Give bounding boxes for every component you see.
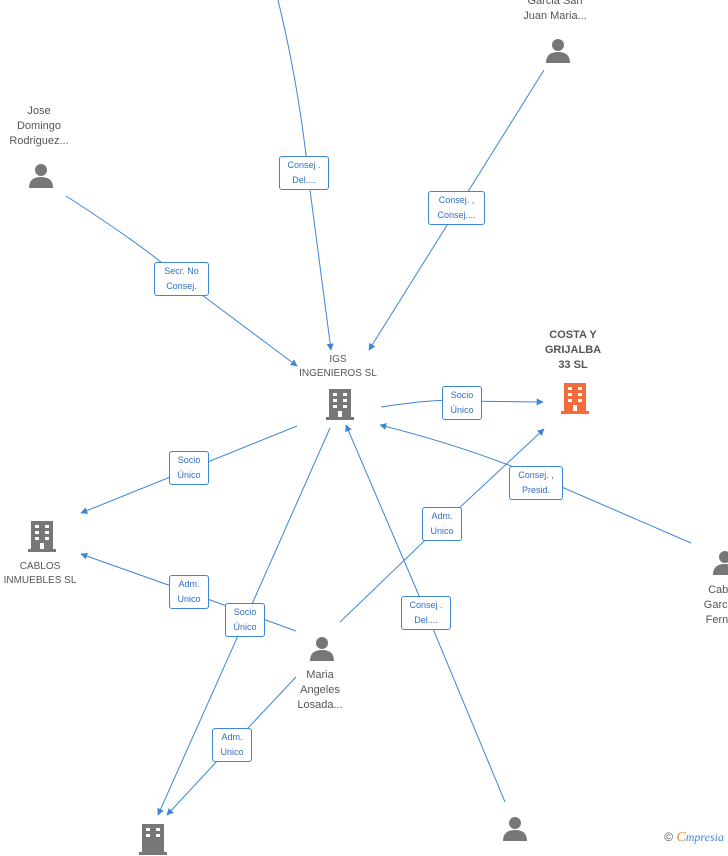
node-label-cabr[interactable]: Cabr Garcia Ferna (703, 584, 728, 626)
node-label-cablos[interactable]: CABLOS INMUEBLES SL (3, 561, 77, 586)
brand-logo: Cmpresia (676, 830, 724, 845)
building-icon-costa[interactable] (560, 381, 590, 415)
node-label-igs[interactable]: IGS INGENIEROS SL (299, 354, 377, 379)
edge-label-consej-consej: Consej. , Consej.... (428, 191, 485, 225)
person-icon-bottom[interactable] (501, 814, 529, 842)
person-icon-cabr[interactable] (711, 548, 728, 576)
person-icon-garcia[interactable] (544, 36, 572, 64)
edge-label-adm-unico-costa: Adm. Unico (422, 507, 462, 541)
edge-label-consej-presid: Consej. , Presid. (509, 466, 563, 500)
edge-label-consej-del-bottom: Consej . Del.... (401, 596, 451, 630)
edge-label-adm-unico-cablos: Adm. Unico (169, 575, 209, 609)
edge-label-adm-unico-bottom: Adm. Unico (212, 728, 252, 762)
building-icon-cablos[interactable] (27, 519, 57, 553)
edge-label-consej-del-top: Consej . Del.... (279, 156, 329, 190)
edge-label-socio-unico-costa: Socio Único (442, 386, 482, 420)
person-icon-maria[interactable] (308, 634, 336, 662)
copyright-icon: © (664, 830, 674, 844)
building-icon-bottom[interactable] (138, 822, 168, 856)
edge-label-socio-unico-bottom: Socio Único (225, 603, 265, 637)
edge-label-secr-no-consej: Secr. No Consej. (154, 262, 209, 296)
empresia-watermark: © Cmpresia (664, 830, 724, 846)
node-label-garcia[interactable]: Garcia San Juan Maria... (523, 0, 587, 22)
node-label-jose[interactable]: Jose Domingo Rodriguez... (9, 105, 69, 147)
person-icon-jose[interactable] (27, 161, 55, 189)
building-icon-igs[interactable] (325, 387, 355, 421)
node-label-costa[interactable]: COSTA Y GRIJALBA 33 SL (544, 329, 602, 371)
edge-label-socio-unico-cablos: Socio Único (169, 451, 209, 485)
node-label-maria[interactable]: Maria Angeles Losada... (297, 669, 343, 711)
